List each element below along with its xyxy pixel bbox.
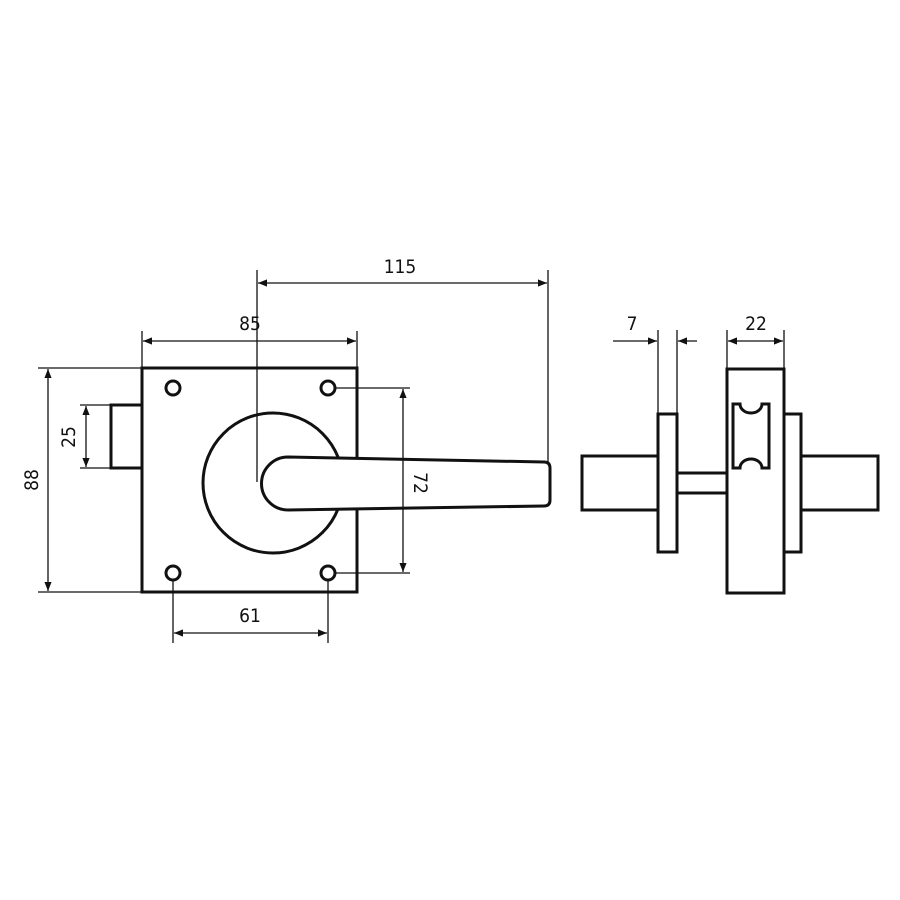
dimensions-side: 7 22 — [613, 313, 785, 414]
right-rosette — [782, 412, 803, 554]
screw-hole — [164, 379, 182, 397]
side-view — [580, 367, 880, 595]
dimensions-front: 115 85 88 25 72 61 — [21, 256, 549, 643]
latch-profile — [731, 402, 771, 470]
front-view — [109, 366, 552, 594]
dim-115: 115 — [384, 256, 417, 278]
dim-72: 72 — [409, 472, 431, 494]
latch-bolt — [109, 403, 144, 470]
dim-61: 61 — [239, 605, 261, 627]
dim-22: 22 — [745, 313, 767, 335]
screw-hole — [164, 564, 182, 582]
dim-7: 7 — [627, 313, 638, 335]
left-rosette — [656, 412, 679, 554]
dim-25: 25 — [58, 426, 80, 448]
dim-88: 88 — [21, 469, 43, 491]
left-knob — [580, 454, 660, 512]
screw-hole — [319, 379, 337, 397]
right-knob — [799, 454, 880, 512]
dim-85: 85 — [239, 313, 261, 335]
spindle — [675, 471, 729, 495]
screw-hole — [319, 564, 337, 582]
lever-handle — [260, 455, 552, 512]
